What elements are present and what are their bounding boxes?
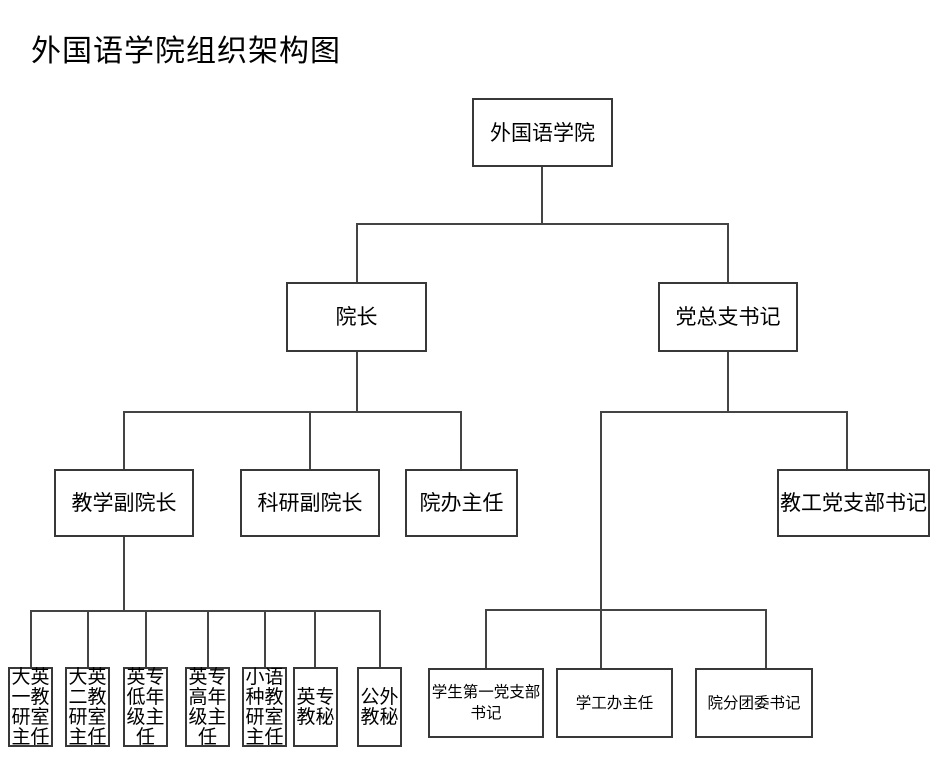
node-student-affairs-director: 学工办主任 [556,668,673,738]
connector-party-stem [727,352,729,411]
connector-drop-staff-party-branch [846,411,848,469]
node-party-secretary: 党总支书记 [658,282,798,352]
node-staff-party-branch-secretary: 教工党支部书记 [777,469,930,537]
connector-drop-teaching-vice-dean [123,411,125,469]
node-office-director: 院办主任 [405,469,518,537]
connector-party-long-stem [600,411,602,668]
connector-drop-office-director [460,411,462,469]
connector-root-stem [541,166,543,223]
node-teaching-vice-dean: 教学副院长 [54,469,194,537]
node-english-major-junior-director: 英专 低年 级主 任 [123,667,168,747]
node-public-english-secretary: 公外 教秘 [357,667,402,747]
connector-party-rail [600,411,847,413]
node-youth-league-secretary: 院分团委书记 [695,668,813,738]
node-root: 外国语学院 [472,98,613,167]
connector-drop-english-major-secretary [314,610,316,667]
connector-drop-youth-league [765,609,767,668]
connector-drop-public-english-secretary [379,610,381,667]
connector-drop-minor-language [264,610,266,667]
connector-drop-college-english-2 [87,610,89,667]
page-title: 外国语学院组织架构图 [31,34,341,69]
connector-level1-rail [356,223,729,225]
node-dean: 院长 [286,282,427,352]
connector-drop-student-party-branch [485,609,487,668]
connector-drop-dean [356,223,358,282]
node-minor-language-director: 小语 种教 研室 主任 [242,667,287,747]
node-college-english-1-director: 大英 一教 研室 主任 [8,667,53,747]
connector-party-lower-rail [485,609,766,611]
connector-drop-english-major-junior [145,610,147,667]
node-english-major-secretary: 英专 教秘 [293,667,338,747]
node-english-major-senior-director: 英专 高年 级主 任 [185,667,230,747]
connector-drop-party-secretary [727,223,729,282]
node-research-vice-dean: 科研副院长 [240,469,380,537]
connector-drop-english-major-senior [207,610,209,667]
connector-dean-stem [356,352,358,411]
node-student-party-branch-secretary: 学生第一党支部 书记 [428,668,544,738]
node-college-english-2-director: 大英 二教 研室 主任 [65,667,110,747]
connector-drop-college-english-1 [30,610,32,667]
connector-teaching-rail [30,610,380,612]
connector-drop-research-vice-dean [309,411,311,469]
connector-teaching-stem [123,537,125,610]
connector-dean-rail [123,411,461,413]
